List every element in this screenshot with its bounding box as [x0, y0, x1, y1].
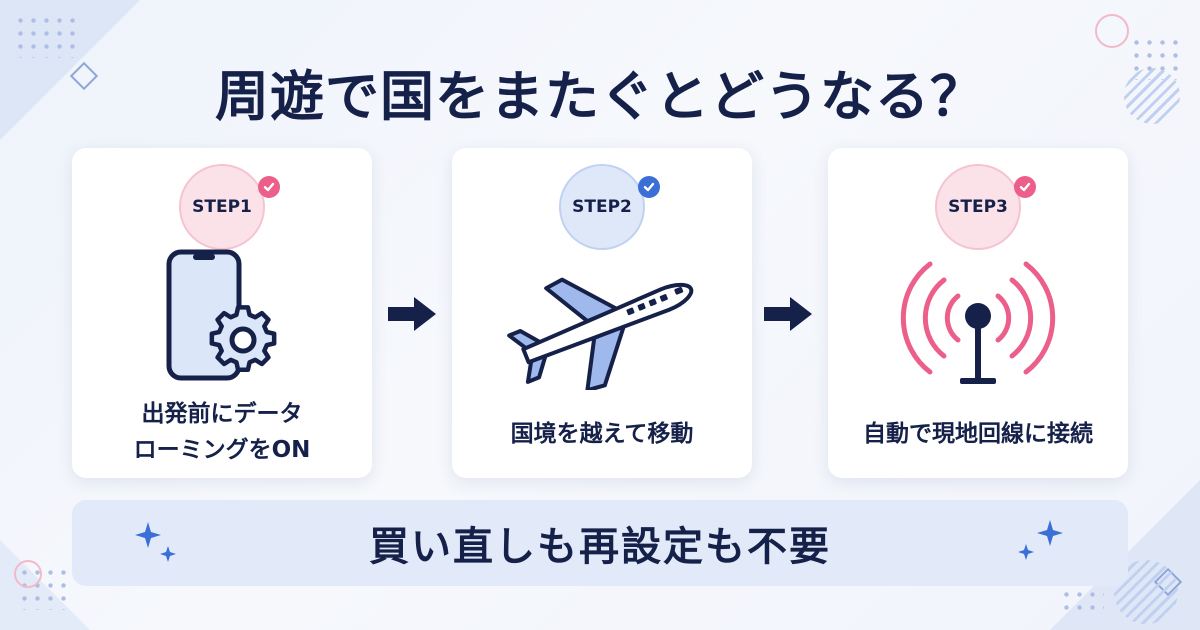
airplane-icon	[502, 260, 702, 394]
step-description-line: 自動で現地回線に接続	[863, 421, 1093, 447]
signal-antenna-icon	[888, 256, 1068, 395]
step-card-2: STEP2 国境を越えて移動	[452, 148, 752, 478]
step-description: 国境を越えて移動	[452, 416, 752, 452]
check-icon	[638, 176, 660, 198]
dot-pattern	[18, 566, 74, 610]
smartphone-settings-icon	[157, 248, 287, 387]
check-icon	[258, 176, 280, 198]
step-description-line: ローミングをON	[133, 437, 311, 463]
check-icon	[1014, 176, 1036, 198]
arrow-right-icon	[762, 294, 814, 338]
sparkle-icon	[1018, 520, 1063, 560]
dot-pattern	[1060, 588, 1104, 618]
step-card-3: STEP3 自動で現地回線に接続	[828, 148, 1128, 478]
ring-decoration	[14, 560, 42, 588]
step-description-line: 出発前にデータ	[141, 401, 303, 427]
banner-text: 買い直しも再設定も不要	[369, 524, 831, 570]
arrow-right-icon	[386, 294, 438, 338]
sparkle-icon	[135, 522, 176, 562]
step-description: 自動で現地回線に接続	[828, 416, 1128, 452]
step-badge: STEP1	[179, 164, 265, 250]
step-description: 出発前にデータ ローミングをON	[72, 396, 372, 468]
step-badge: STEP3	[935, 164, 1021, 250]
diamond-decoration	[1153, 567, 1183, 597]
summary-banner: 買い直しも再設定も不要	[72, 500, 1128, 586]
ring-decoration	[1095, 14, 1129, 48]
page-title: 周遊で国をまたぐとどうなる？	[215, 65, 985, 128]
step-card-1: STEP1 出発前にデータ ローミングをON	[72, 148, 372, 478]
step-badge: STEP2	[559, 164, 645, 250]
step-description-line: 国境を越えて移動	[510, 421, 694, 447]
